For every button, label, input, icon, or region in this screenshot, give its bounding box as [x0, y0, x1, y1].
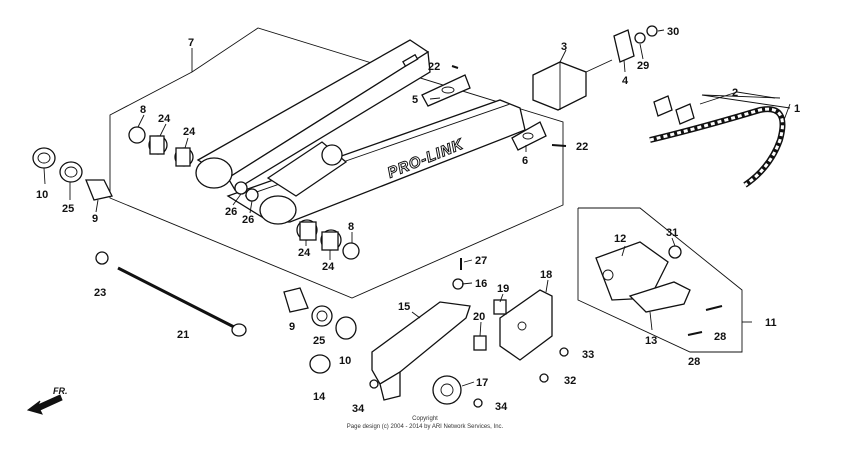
callout-22-top: 22 — [428, 61, 440, 73]
callout-9-left: 9 — [92, 213, 98, 225]
callout-5: 5 — [412, 94, 418, 106]
lower-left-parts — [283, 287, 357, 374]
callout-8-left: 8 — [140, 104, 146, 116]
callout-26-a: 26 — [225, 206, 237, 218]
swingarm: PRO-LINK — [195, 39, 526, 225]
callout-6: 6 — [522, 155, 528, 167]
chain-slider — [369, 258, 569, 408]
leader-lines — [43, 29, 791, 387]
callout-8-right: 8 — [348, 221, 354, 233]
callout-4: 4 — [622, 75, 629, 87]
callout-17: 17 — [476, 377, 488, 389]
callout-28-b: 28 — [688, 356, 700, 368]
callout-15: 15 — [398, 301, 410, 313]
callout-29: 29 — [637, 60, 649, 72]
callout-25-left: 25 — [62, 203, 74, 215]
callout-27: 27 — [475, 255, 487, 267]
pivot-bolt — [95, 251, 247, 337]
drive-chain — [649, 94, 791, 188]
callout-10-lower: 10 — [339, 355, 351, 367]
chain-adjuster — [532, 25, 658, 111]
callout-24-b: 24 — [183, 126, 196, 138]
callout-12: 12 — [614, 233, 626, 245]
callout-34-left: 34 — [352, 403, 365, 415]
callout-24-d: 24 — [322, 261, 335, 273]
callout-31: 31 — [666, 227, 678, 239]
pivot-bearings-left — [128, 126, 259, 202]
callout-26-b: 26 — [242, 214, 254, 226]
chain-guide — [595, 241, 723, 336]
callout-23: 23 — [94, 287, 106, 299]
callout-3: 3 — [561, 41, 567, 53]
callout-24-a: 24 — [158, 113, 171, 125]
callout-30: 30 — [667, 26, 679, 38]
callout-18: 18 — [540, 269, 552, 281]
callout-34-right: 34 — [495, 401, 508, 413]
left-pivot-parts — [32, 147, 113, 201]
callout-24-c: 24 — [298, 247, 311, 259]
callout-1: 1 — [794, 103, 800, 115]
callout-21: 21 — [177, 329, 189, 341]
callout-16: 16 — [475, 278, 487, 290]
chain-guide-frame — [577, 207, 743, 353]
copyright-line-1: Copyright — [412, 416, 438, 422]
callout-10-left: 10 — [36, 189, 48, 201]
direction-label: FR. — [53, 386, 68, 396]
copyright-line-2: Page design (c) 2004 - 2014 by ARI Netwo… — [347, 424, 504, 430]
pivot-bearings-right — [296, 219, 360, 260]
callout-22-right: 22 — [576, 141, 588, 153]
callout-20: 20 — [473, 311, 485, 323]
callout-14: 14 — [313, 391, 326, 403]
callout-32: 32 — [564, 375, 576, 387]
callout-25-lower: 25 — [313, 335, 325, 347]
callout-33: 33 — [582, 349, 594, 361]
callout-28-a: 28 — [714, 331, 726, 343]
callout-11: 11 — [765, 317, 777, 329]
front-direction-arrow: FR. — [26, 386, 68, 415]
swingarm-group-frame — [109, 27, 564, 299]
callout-7: 7 — [188, 37, 194, 49]
callout-9-lower: 9 — [289, 321, 295, 333]
callout-2: 2 — [732, 87, 738, 99]
callout-19: 19 — [497, 283, 509, 295]
callout-labels: 1 2 3 4 5 6 7 8 8 9 9 10 10 11 12 13 14 … — [36, 26, 800, 415]
callout-13: 13 — [645, 335, 657, 347]
